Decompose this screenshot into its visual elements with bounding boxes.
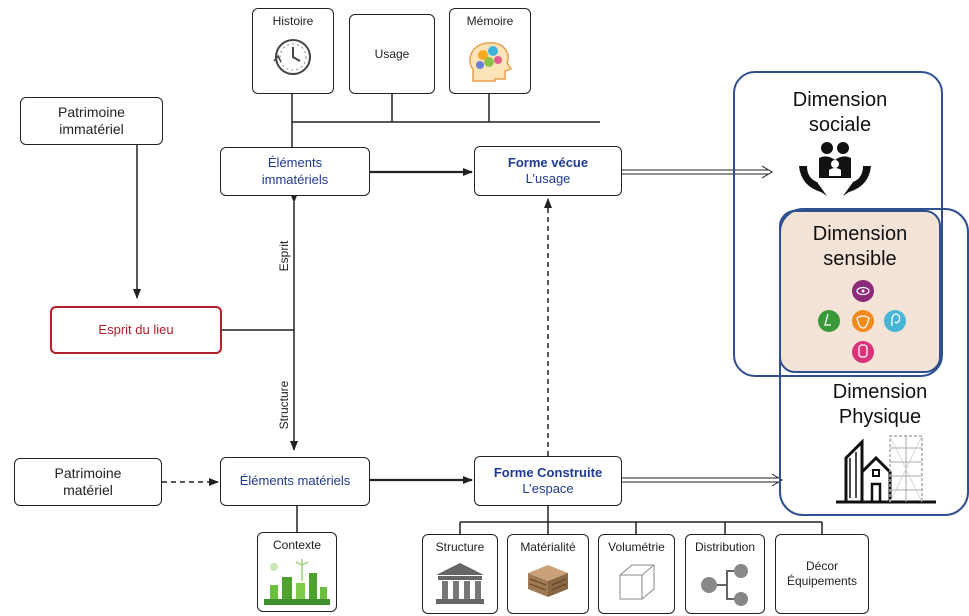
elements-immateriels-line1: Éléments [267, 155, 323, 171]
clock-history-icon [273, 39, 311, 75]
contexte-box: Contexte [257, 532, 337, 612]
brain-memory-icon [469, 42, 513, 82]
mouth-sense-icon [852, 310, 874, 332]
cube-volume-icon [619, 564, 654, 600]
structure-label: Structure [435, 540, 485, 554]
esprit-du-lieu-box: Esprit du lieu [50, 306, 222, 354]
esprit-du-lieu-label: Esprit du lieu [98, 321, 174, 337]
dimension-sociale-title: Dimension sociale [760, 88, 920, 138]
distribution-nodes-icon [701, 564, 748, 606]
memoire-label: Mémoire [466, 14, 514, 28]
patrimoine-materiel-line1: Patrimoine [54, 464, 122, 481]
memoire-box: Mémoire [449, 8, 531, 94]
dimension-sensible-line1: Dimension [812, 223, 908, 245]
touch-sense-icon [852, 341, 874, 363]
contexte-label: Contexte [272, 538, 322, 552]
decor-line1: Décor [805, 559, 838, 573]
forme-construite-title: Forme Construite [493, 464, 603, 480]
dimension-sensible-title: Dimension sensible [785, 222, 935, 272]
patrimoine-immateriel-line1: Patrimoine [58, 103, 125, 120]
volumetrie-box: Volumétrie [598, 534, 675, 614]
histoire-box: Histoire [252, 8, 334, 94]
dimension-sensible-line2: sensible [823, 248, 897, 270]
dimension-sociale-box [733, 71, 943, 377]
forme-vecue-subtitle: L’usage [525, 171, 571, 186]
dimension-physique-line2: Physique [838, 406, 922, 428]
ear-sense-icon [884, 310, 906, 332]
building-construction-icon [836, 435, 936, 504]
dimension-physique-box [779, 208, 969, 516]
usage-box: Usage [349, 14, 435, 94]
dimension-sociale-line2: sociale [808, 114, 872, 136]
dimension-physique-title: Dimension Physique [800, 380, 960, 430]
forme-vecue-box: Forme vécue L’usage [474, 146, 622, 196]
forme-construite-box: Forme Construite L’espace [474, 456, 622, 506]
green-city-icon [264, 559, 330, 605]
structure-box: Structure [422, 534, 498, 614]
axis-label-structure: Structure [277, 380, 291, 430]
dimension-sociale-line1: Dimension [792, 89, 888, 111]
brick-material-icon [528, 565, 568, 597]
elements-immateriels-box: Éléments immatériels [220, 147, 370, 196]
elements-immateriels-line2: immatériels [261, 171, 329, 187]
materialite-box: Matérialité [507, 534, 589, 614]
patrimoine-immateriel-line2: immatériel [59, 121, 124, 137]
forme-construite-subtitle: L’espace [522, 481, 574, 496]
forme-vecue-title: Forme vécue [507, 154, 589, 170]
columns-building-icon [436, 563, 484, 604]
elements-materiels-label: Éléments matériels [239, 473, 351, 489]
nose-sense-icon [818, 310, 840, 332]
usage-label: Usage [374, 46, 410, 61]
patrimoine-immateriel-box: Patrimoine immatériel [20, 97, 163, 145]
volumetrie-label: Volumétrie [608, 540, 665, 554]
family-care-icon [799, 142, 871, 196]
decor-line2: Équipements [786, 574, 858, 588]
histoire-label: Histoire [272, 14, 314, 28]
decor-equipements-box: Décor Équipements [775, 534, 869, 614]
axis-label-esprit: Esprit [277, 240, 291, 272]
patrimoine-materiel-line2: matériel [63, 482, 113, 498]
distribution-box: Distribution [685, 534, 765, 614]
dimension-physique-line1: Dimension [832, 381, 928, 403]
patrimoine-materiel-box: Patrimoine matériel [14, 458, 162, 506]
double-arrow-physique-head [771, 473, 783, 487]
elements-materiels-box: Éléments matériels [220, 457, 370, 506]
five-senses-icon [818, 280, 906, 363]
double-arrow-sociale-head [761, 165, 773, 179]
distribution-label: Distribution [694, 540, 756, 554]
materialite-label: Matérialité [520, 540, 576, 554]
